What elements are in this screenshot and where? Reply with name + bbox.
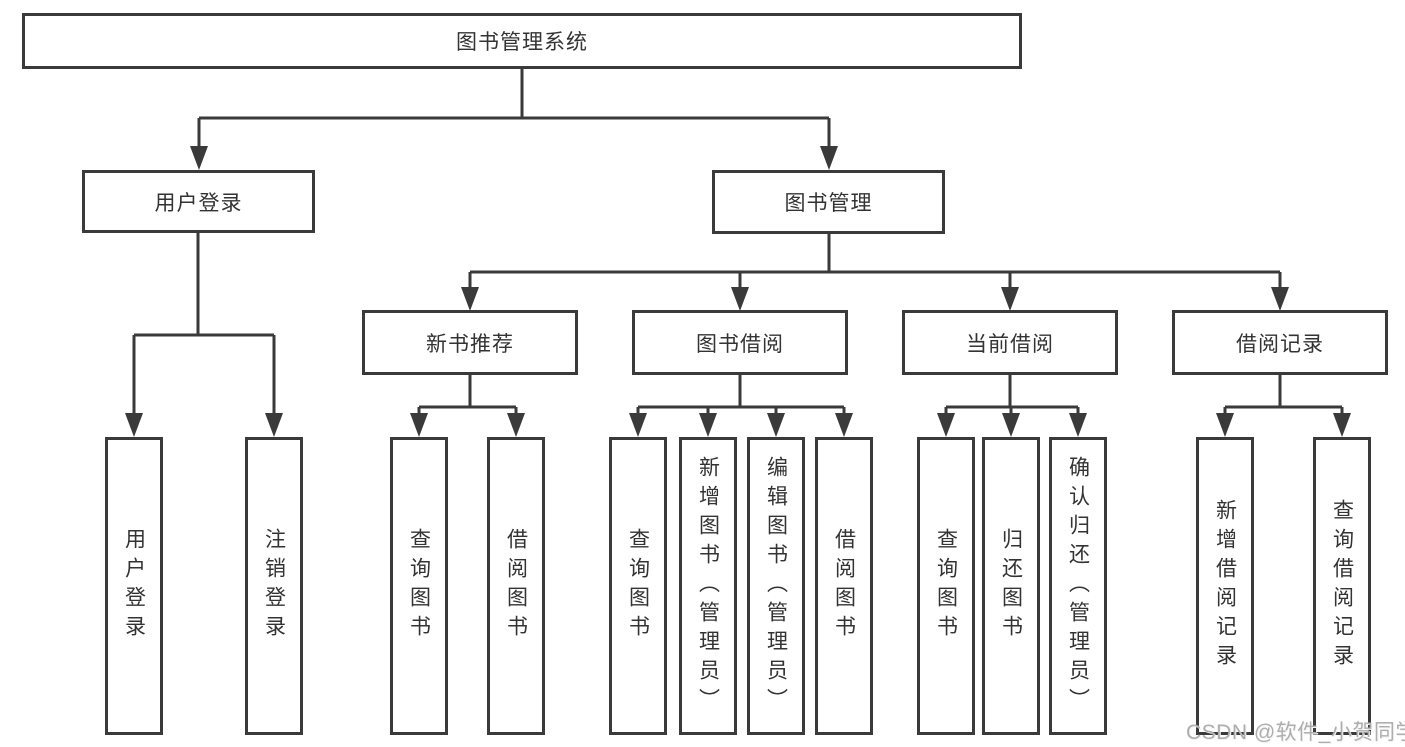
arrow-down-icon xyxy=(190,146,208,170)
node-book-management-label: 图书管理 xyxy=(784,192,873,215)
arrow-down-icon xyxy=(1002,413,1020,437)
arrow-down-icon xyxy=(629,413,647,437)
node-new-book-recommend-label: 新书推荐 xyxy=(426,332,514,356)
leaf-current-return-book: 归还图书 xyxy=(982,437,1040,735)
leaf-borrow-borrow-book-label: 借阅图书 xyxy=(832,528,856,644)
leaf-record-add-record-label: 新增借阅记录 xyxy=(1213,499,1237,673)
node-user-login-label: 用户登录 xyxy=(154,191,243,215)
arrow-down-icon xyxy=(1333,413,1351,437)
connector-paths xyxy=(132,69,1344,414)
connector-arrows xyxy=(125,146,1351,437)
node-user-login: 用户登录 xyxy=(82,170,315,233)
leaf-current-query-book: 查询图书 xyxy=(917,437,975,735)
node-current-borrow: 当前借阅 xyxy=(902,310,1118,375)
leaf-record-add-record: 新增借阅记录 xyxy=(1196,437,1254,735)
leaf-recommend-query-book-label: 查询图书 xyxy=(407,528,431,644)
leaf-logout-label: 注销登录 xyxy=(262,528,286,644)
leaf-borrow-add-book: 新增图书（管理员） xyxy=(679,437,737,735)
arrow-down-icon xyxy=(125,413,143,437)
leaf-current-confirm-return-label: 确认归还（管理员） xyxy=(1066,455,1090,717)
arrow-down-icon xyxy=(731,287,749,311)
node-book-borrow-label: 图书借阅 xyxy=(696,332,784,356)
leaf-borrow-query-book: 查询图书 xyxy=(609,437,667,735)
leaf-record-query-record: 查询借阅记录 xyxy=(1313,437,1371,735)
node-current-borrow-label: 当前借阅 xyxy=(966,332,1054,356)
node-borrow-record: 借阅记录 xyxy=(1172,310,1388,375)
leaf-current-query-book-label: 查询图书 xyxy=(934,528,958,644)
csdn-watermark: CSDN @软件_小贺同学 xyxy=(1186,721,1405,744)
leaf-logout: 注销登录 xyxy=(245,437,303,735)
node-book-management: 图书管理 xyxy=(712,170,945,234)
node-root: 图书管理系统 xyxy=(22,13,1022,69)
arrow-down-icon xyxy=(265,413,283,437)
leaf-borrow-add-book-label: 新增图书（管理员） xyxy=(696,455,720,717)
arrow-down-icon xyxy=(1216,413,1234,437)
arrow-down-icon xyxy=(410,413,428,437)
arrow-down-icon xyxy=(1271,287,1289,311)
arrow-down-icon xyxy=(937,413,955,437)
arrow-down-icon xyxy=(507,413,525,437)
leaf-borrow-edit-book-label: 编辑图书（管理员） xyxy=(764,455,788,717)
leaf-borrow-query-book-label: 查询图书 xyxy=(626,528,650,644)
leaf-recommend-borrow-book: 借阅图书 xyxy=(487,437,545,735)
node-new-book-recommend: 新书推荐 xyxy=(362,310,578,375)
arrow-down-icon xyxy=(835,413,853,437)
leaf-user-login-label: 用户登录 xyxy=(122,528,146,644)
node-root-label: 图书管理系统 xyxy=(456,31,588,54)
leaf-record-query-record-label: 查询借阅记录 xyxy=(1330,499,1354,673)
arrow-down-icon xyxy=(1069,413,1087,437)
node-book-borrow: 图书借阅 xyxy=(632,310,848,375)
arrow-down-icon xyxy=(461,287,479,311)
arrow-down-icon xyxy=(820,146,838,170)
node-borrow-record-label: 借阅记录 xyxy=(1236,332,1324,356)
leaf-current-return-book-label: 归还图书 xyxy=(999,528,1023,644)
leaf-current-confirm-return: 确认归还（管理员） xyxy=(1049,437,1107,735)
arrow-down-icon xyxy=(767,413,785,437)
arrow-down-icon xyxy=(699,413,717,437)
leaf-borrow-borrow-book: 借阅图书 xyxy=(815,437,873,735)
leaf-user-login: 用户登录 xyxy=(105,437,163,735)
leaf-recommend-borrow-book-label: 借阅图书 xyxy=(504,528,528,644)
leaf-borrow-edit-book: 编辑图书（管理员） xyxy=(747,437,805,735)
leaf-recommend-query-book: 查询图书 xyxy=(390,437,448,735)
arrow-down-icon xyxy=(1001,287,1019,311)
